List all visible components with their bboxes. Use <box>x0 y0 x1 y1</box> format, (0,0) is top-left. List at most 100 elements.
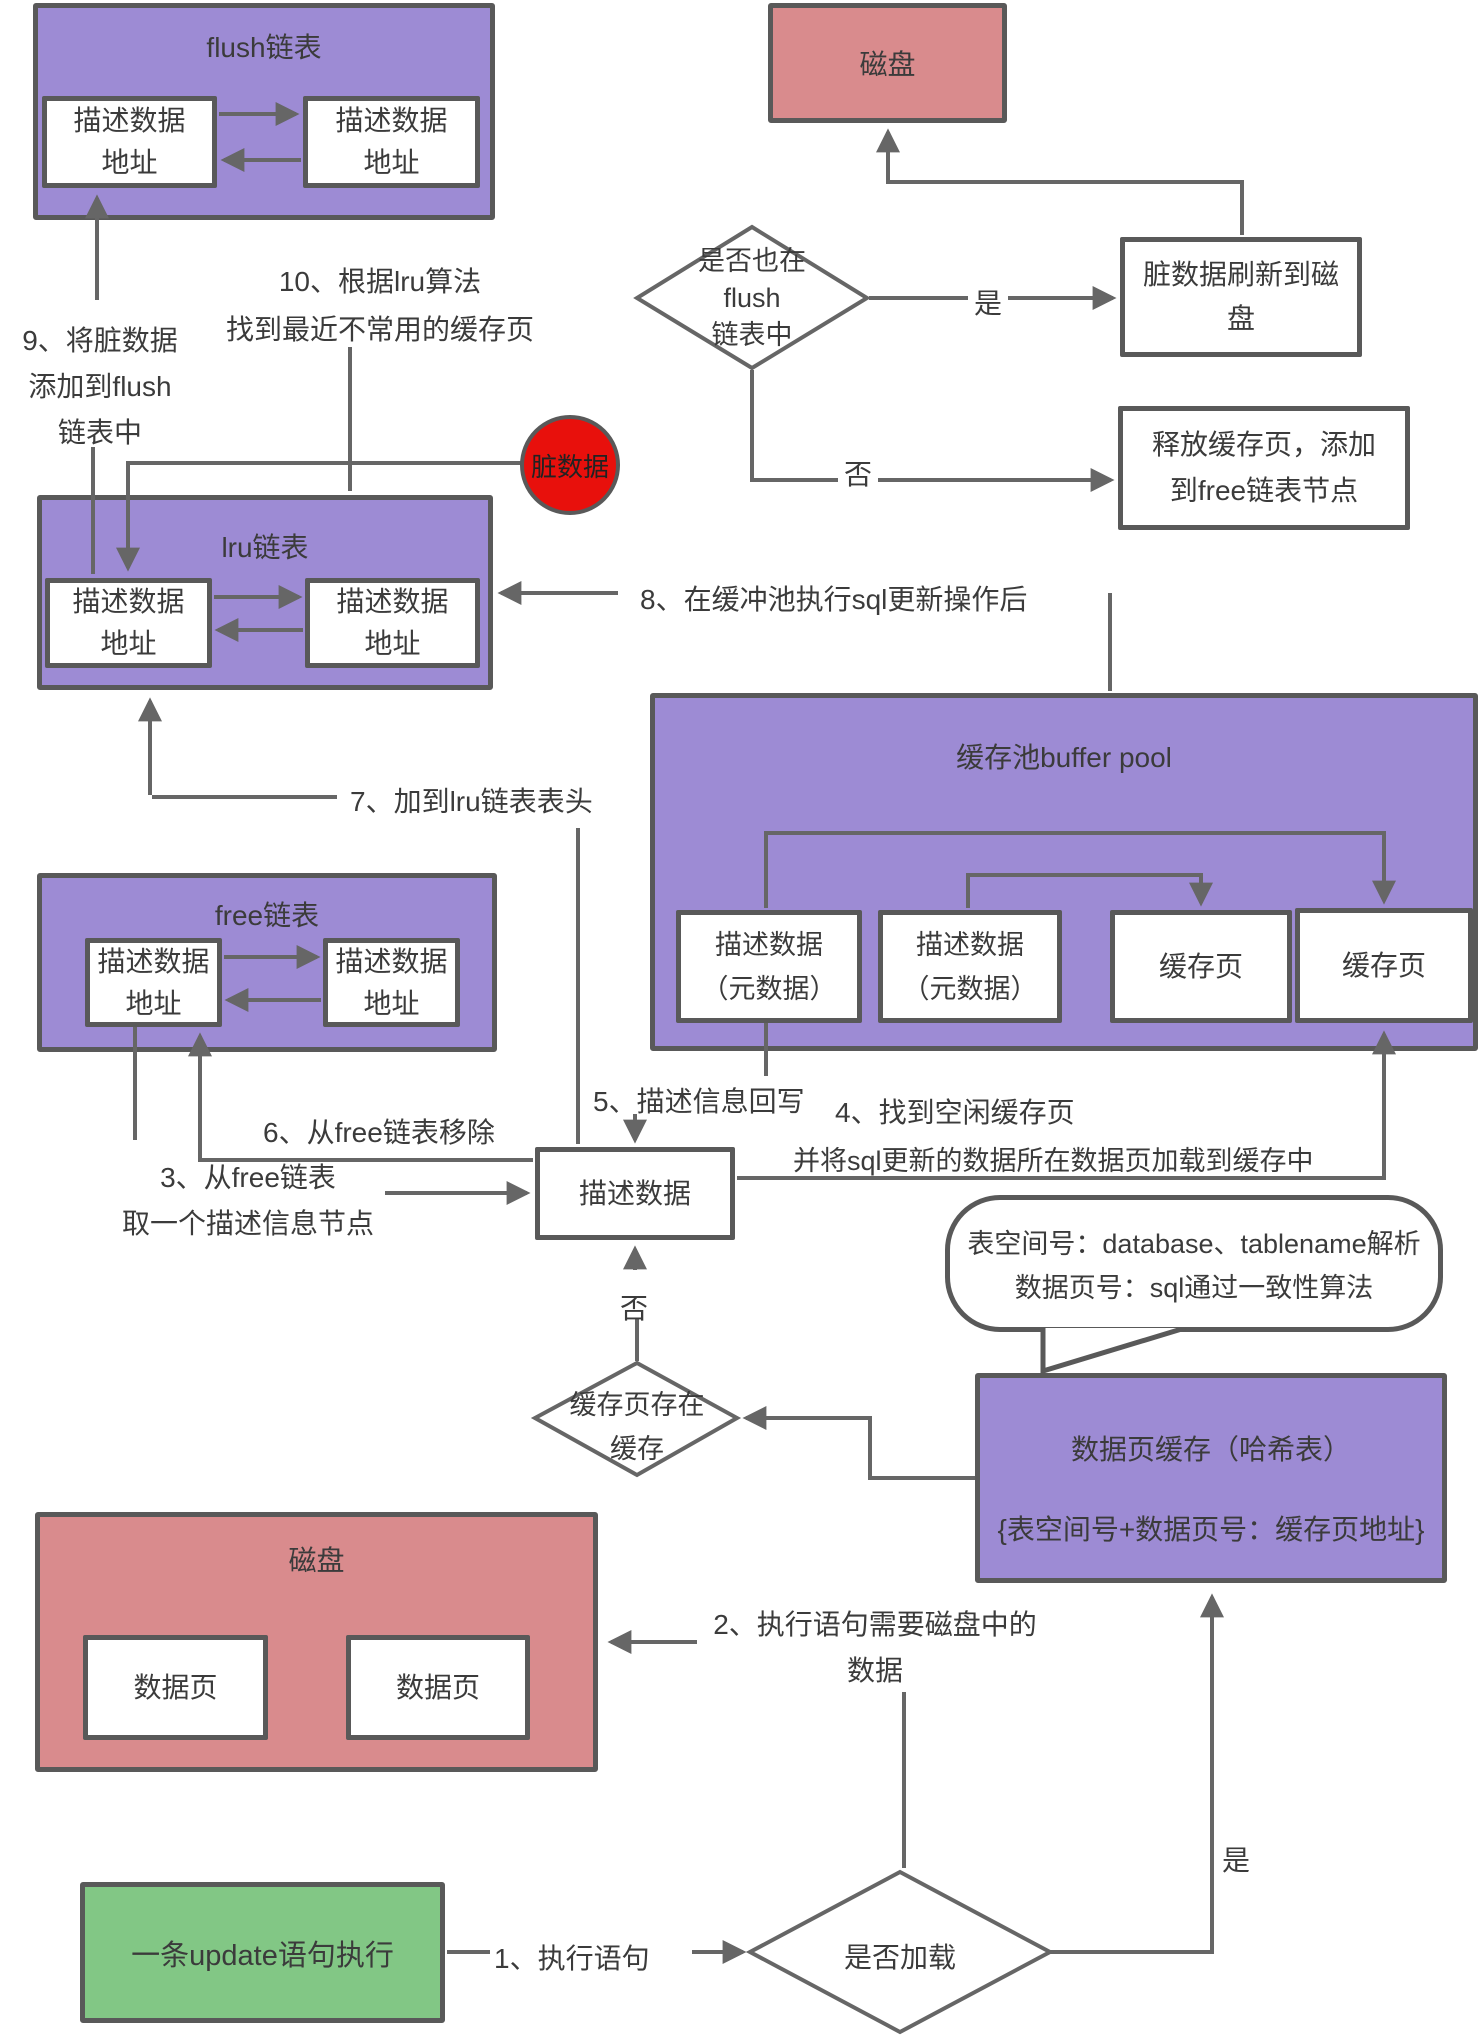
label-no-2: 否 <box>620 1293 649 1324</box>
lru-list-title: lru链表 <box>221 532 309 563</box>
buffer-meta-1-line1: 描述数据 <box>715 929 823 960</box>
update-statement-label: 一条update语句执行 <box>131 1939 394 1972</box>
label-step3-line2: 取一个描述信息节点 <box>121 1208 374 1239</box>
label-step9: 9、将脏数据 添加到flush 链表中 <box>10 318 190 456</box>
label-no-1: 否 <box>838 452 879 498</box>
label-step3-line1: 3、从free链表 <box>160 1162 336 1193</box>
data-page-2: 数据页 <box>346 1635 530 1740</box>
disk-top-box: 磁盘 <box>768 3 1007 123</box>
flush-node-1-line2: 地址 <box>101 147 158 178</box>
dirty-data-label: 脏数据 <box>530 451 609 482</box>
label-yes-2: 是 <box>1222 1845 1251 1876</box>
label-step2-line1: 2、执行语句需要磁盘中的 <box>713 1609 1037 1640</box>
buffer-meta-2-line2: （元数据） <box>902 973 1038 1004</box>
flush-node-2-line2: 地址 <box>363 147 420 178</box>
page-cache-box: 数据页缓存（哈希表） {表空间号+数据页号：缓存页地址} <box>975 1373 1447 1583</box>
lru-node-1-line1: 描述数据 <box>72 586 185 617</box>
arrow-yes2 <box>1048 1593 1224 1954</box>
arrow-to-disk-top <box>876 128 1244 235</box>
lru-node-1-line2: 地址 <box>100 628 157 659</box>
free-node-2-line1: 描述数据 <box>335 945 448 977</box>
update-statement-box: 一条update语句执行 <box>80 1882 445 2023</box>
flush-to-disk-box: 脏数据刷新到磁 盘 <box>1120 237 1362 357</box>
buffer-meta-1-line2: （元数据） <box>701 973 837 1004</box>
arrow-meta2-to-page1 <box>966 873 1213 908</box>
label-step2-line2: 数据 <box>846 1655 903 1686</box>
dirty-data-circle: 脏数据 <box>520 415 620 515</box>
lru-node-2-line2: 地址 <box>364 628 421 659</box>
label-step5: 5、描述信息回写 <box>593 1086 805 1117</box>
describe-data-box: 描述数据 <box>535 1147 735 1240</box>
lru-node-2: 描述数据 地址 <box>305 578 480 668</box>
data-page-2-label: 数据页 <box>395 1671 480 1703</box>
decision-load-shape <box>745 1869 1055 2035</box>
disk-top-title: 磁盘 <box>859 49 916 80</box>
flush-to-disk-line2: 盘 <box>1226 303 1255 334</box>
label-step7: 7、加到lru链表表头 <box>350 786 593 817</box>
label-step10: 10、根据lru算法 找到最近不常用的缓存页 <box>215 258 545 354</box>
tablespace-bubble: 表空间号：database、tablename解析 数据页号：sql通过一致性算… <box>945 1195 1443 1332</box>
flush-node-1: 描述数据 地址 <box>42 96 217 188</box>
release-page-box: 释放缓存页，添加 到free链表节点 <box>1118 406 1410 530</box>
buffer-page-1: 缓存页 <box>1110 910 1292 1023</box>
decision-cache-text: 缓存页存在 缓存 <box>549 1383 725 1471</box>
page-cache-line1: 数据页缓存（哈希表） <box>1070 1434 1351 1465</box>
label-step4-line1: 4、找到空闲缓存页 <box>835 1097 1075 1128</box>
disk-bottom-title: 磁盘 <box>288 1545 345 1576</box>
label-step9-line1: 9、将脏数据 <box>22 325 178 356</box>
bubble-tail <box>1040 1328 1186 1375</box>
arrow-no1 <box>750 370 1115 492</box>
label-step10-line1: 10、根据lru算法 <box>278 266 482 297</box>
buffer-meta-2-line1: 描述数据 <box>916 929 1024 960</box>
arrow-cache-to-decision <box>742 1406 975 1480</box>
arrow-meta1-to-page2 <box>764 831 1396 908</box>
lru-node-2-line1: 描述数据 <box>336 586 449 617</box>
decision-load-text: 是否加载 <box>818 1936 982 1976</box>
free-node-1: 描述数据 地址 <box>85 938 222 1027</box>
label-step9-line3: 链表中 <box>57 417 142 448</box>
buffer-pool-title: 缓存池buffer pool <box>956 742 1172 773</box>
data-page-1-label: 数据页 <box>133 1671 218 1703</box>
free-node-2: 描述数据 地址 <box>323 938 460 1027</box>
flush-node-2: 描述数据 地址 <box>303 96 480 188</box>
buffer-page-1-label: 缓存页 <box>1158 950 1243 982</box>
label-step10-line2: 找到最近不常用的缓存页 <box>225 314 534 345</box>
label-step1: 1、执行语句 <box>494 1943 650 1974</box>
buffer-page-2-label: 缓存页 <box>1341 949 1426 981</box>
buffer-meta-1: 描述数据 （元数据） <box>676 910 862 1023</box>
label-step2: 2、执行语句需要磁盘中的 数据 <box>700 1602 1050 1694</box>
buffer-page-2: 缓存页 <box>1295 908 1473 1023</box>
bubble-line1: 表空间号：database、tablename解析 <box>967 1229 1421 1259</box>
decision-cache-line1: 缓存页存在 <box>569 1390 705 1420</box>
bubble-line2: 数据页号：sql通过一致性算法 <box>1014 1273 1374 1303</box>
decision-flush-line1: 是否也在 <box>698 246 806 276</box>
label-step4-line2: 并将sql更新的数据所在数据页加载到缓存中 <box>793 1146 1314 1176</box>
free-list-title: free链表 <box>214 900 320 931</box>
decision-flush-text: 是否也在 flush 链表中 <box>667 243 837 354</box>
release-page-line1: 释放缓存页，添加 <box>1151 429 1376 460</box>
decision-flush-line2: flush <box>723 283 781 313</box>
arrow-step4 <box>737 1030 1396 1180</box>
decision-load-label: 是否加载 <box>843 1942 956 1973</box>
arrow-dirty-to-lru <box>116 461 522 572</box>
free-node-2-line2: 地址 <box>363 987 420 1019</box>
decision-cache-line2: 缓存 <box>610 1434 664 1464</box>
label-yes-1: 是 <box>968 281 1009 327</box>
decision-cache-shape <box>530 1360 742 1478</box>
label-step9-line2: 添加到flush <box>28 371 172 402</box>
label-step3: 3、从free链表 取一个描述信息节点 <box>108 1155 388 1247</box>
arrow-step6 <box>188 1032 533 1162</box>
release-page-line2: 到free链表节点 <box>1169 475 1359 506</box>
flush-to-disk-line1: 脏数据刷新到磁 <box>1142 259 1339 290</box>
decision-flush-shape <box>633 224 871 371</box>
data-page-1: 数据页 <box>83 1635 268 1740</box>
free-node-1-line2: 地址 <box>125 987 182 1019</box>
label-step6: 6、从free链表移除 <box>263 1117 495 1148</box>
buffer-meta-2: 描述数据 （元数据） <box>878 910 1062 1023</box>
flush-node-1-line1: 描述数据 <box>73 105 186 136</box>
page-cache-line2: {表空间号+数据页号：缓存页地址} <box>997 1514 1425 1545</box>
flush-node-2-line1: 描述数据 <box>335 105 448 136</box>
label-step8: 8、在缓冲池执行sql更新操作后 <box>640 584 1028 615</box>
